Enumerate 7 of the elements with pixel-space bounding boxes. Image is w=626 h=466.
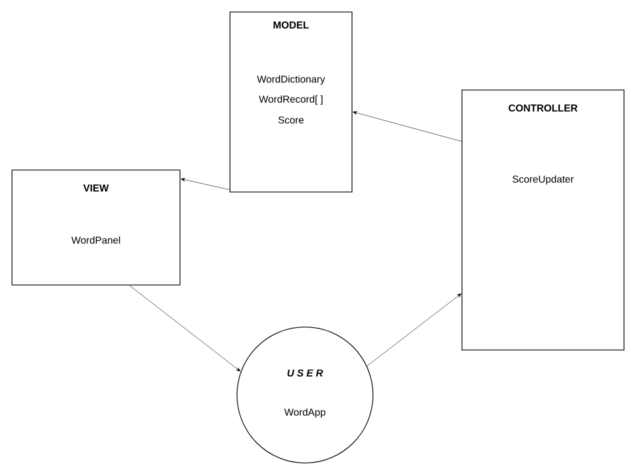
arrow (366, 293, 462, 366)
view-box: VIEW WordPanel (12, 170, 180, 286)
arrow (180, 178, 230, 190)
arrow (129, 285, 240, 372)
controller-box: CONTROLLER ScoreUpdater (462, 90, 624, 350)
model-box: MODEL WordDictionary WordRecord[ ] Score (230, 12, 352, 192)
arrow (352, 111, 462, 142)
